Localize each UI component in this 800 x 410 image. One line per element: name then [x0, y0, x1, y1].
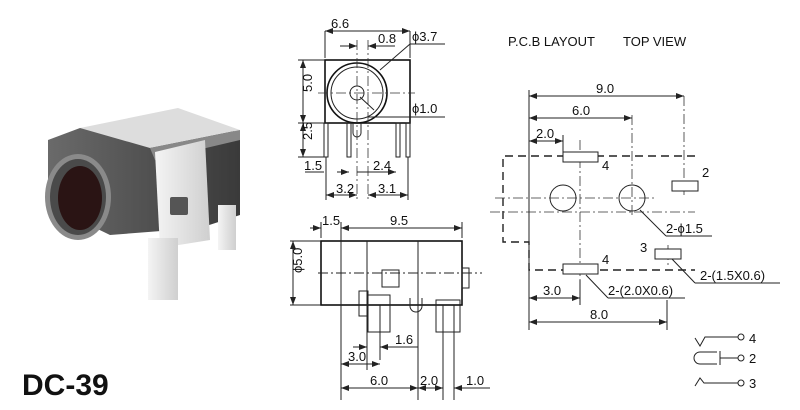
product-photo: [45, 108, 240, 300]
dim-length: 9.5: [390, 213, 408, 228]
dim-pin-len: 2.5: [300, 122, 315, 140]
dim-outer-dia: ϕ3.7: [412, 29, 437, 44]
dim-w1: 9.0: [596, 81, 614, 96]
dim-pad-large: 2-(2.0X0.6): [608, 283, 673, 298]
dim-right-pin: 2.4: [373, 158, 391, 173]
pcb-subtitle: TOP VIEW: [623, 34, 687, 49]
dim-d3: 6.0: [370, 373, 388, 388]
dim-dia: ϕ5.0: [290, 248, 305, 273]
pin-label-right: 2: [702, 165, 709, 180]
dim-left-pin: 1.5: [304, 158, 322, 173]
dim-front: 1.5: [322, 213, 340, 228]
pin-label-top: 4: [602, 158, 609, 173]
dim-offset: 0.8: [378, 31, 396, 46]
dim-b1: 3.0: [543, 283, 561, 298]
dim-pin-dia: ϕ1.0: [412, 101, 437, 116]
side-view: 1.5 9.5 ϕ5.0 1.6 3.0 6.0 2.0 1.0: [290, 213, 490, 400]
dim-w2: 6.0: [572, 103, 590, 118]
dim-span-left: 3.2: [336, 181, 354, 196]
model-title: DC-39: [22, 369, 109, 402]
dim-w3: 2.0: [536, 126, 554, 141]
dim-pad-small: 2-(1.5X0.6): [700, 268, 765, 283]
pin-label-3: 3: [640, 240, 647, 255]
schematic-pin-3: 3: [749, 376, 756, 391]
dim-span-right: 3.1: [378, 181, 396, 196]
schematic-pin-2: 2: [749, 351, 756, 366]
dim-width: 6.6: [331, 16, 349, 31]
dim-height: 5.0: [300, 74, 315, 92]
dim-d4: 2.0: [420, 373, 438, 388]
front-view: 6.6 0.8 ϕ3.7 5.0 2.5 ϕ1.0 1.5 2.4 3.2 3.…: [298, 16, 445, 200]
pin-label-bottom: 4: [602, 252, 609, 267]
pcb-layout: P.C.B LAYOUT TOP VIEW: [490, 34, 780, 330]
dim-d2: 3.0: [348, 349, 366, 364]
dim-holes: 2-ϕ1.5: [666, 221, 703, 236]
schematic-symbol: 4 2 3: [693, 331, 756, 391]
dim-d5: 1.0: [466, 373, 484, 388]
dim-b2: 8.0: [590, 307, 608, 322]
dim-d1: 1.6: [395, 332, 413, 347]
schematic-pin-4: 4: [749, 331, 756, 346]
pcb-title: P.C.B LAYOUT: [508, 34, 595, 49]
